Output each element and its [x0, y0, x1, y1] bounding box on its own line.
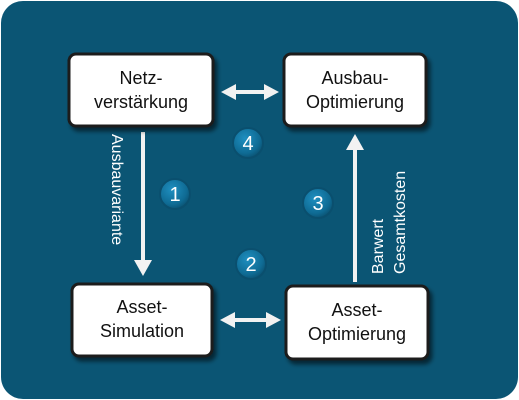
node-label-line2: verstärkung: [94, 92, 188, 112]
step-badge-4: 4: [232, 127, 264, 159]
node-box: [284, 284, 430, 361]
step-badge-3: 3: [302, 187, 334, 219]
step-number: 4: [242, 133, 253, 155]
node-label-line1: Netz-: [119, 68, 162, 88]
node-label-line2: Simulation: [100, 321, 184, 341]
node-asset-optimierung: Asset- Optimierung: [284, 284, 430, 361]
step-number: 1: [169, 184, 180, 206]
edge-label-barwert: Barwert: [370, 218, 387, 274]
node-asset-simulation: Asset- Simulation: [70, 282, 214, 358]
step-number: 3: [312, 193, 323, 215]
node-ausbau-optimierung: Ausbau- Optimierung: [282, 52, 428, 128]
node-label-line2: Optimierung: [308, 324, 406, 344]
node-label-line1: Asset-: [116, 297, 167, 317]
arrow-netz-to-simulation: [134, 132, 152, 276]
step-number: 2: [245, 254, 256, 276]
node-label-line2: Optimierung: [306, 92, 404, 112]
node-netzverstaerkung: Netz- verstärkung: [67, 52, 215, 128]
node-box: [282, 52, 428, 128]
node-box: [70, 282, 214, 358]
arrow-optimierung-to-ausbau: [346, 134, 364, 282]
edge-label-gesamtkosten: Gesamtkosten: [392, 171, 409, 274]
step-badge-1: 1: [159, 178, 191, 210]
arrow-simulation-optimierung-bidirectional: [220, 312, 281, 328]
edge-label-ausbauvariante: Ausbauvariante: [108, 134, 125, 245]
arrow-netz-ausbau-bidirectional: [221, 84, 279, 100]
node-label-line1: Asset-: [331, 300, 382, 320]
step-badge-2: 2: [235, 248, 267, 280]
node-label-line1: Ausbau-: [321, 68, 388, 88]
node-box: [67, 52, 215, 128]
